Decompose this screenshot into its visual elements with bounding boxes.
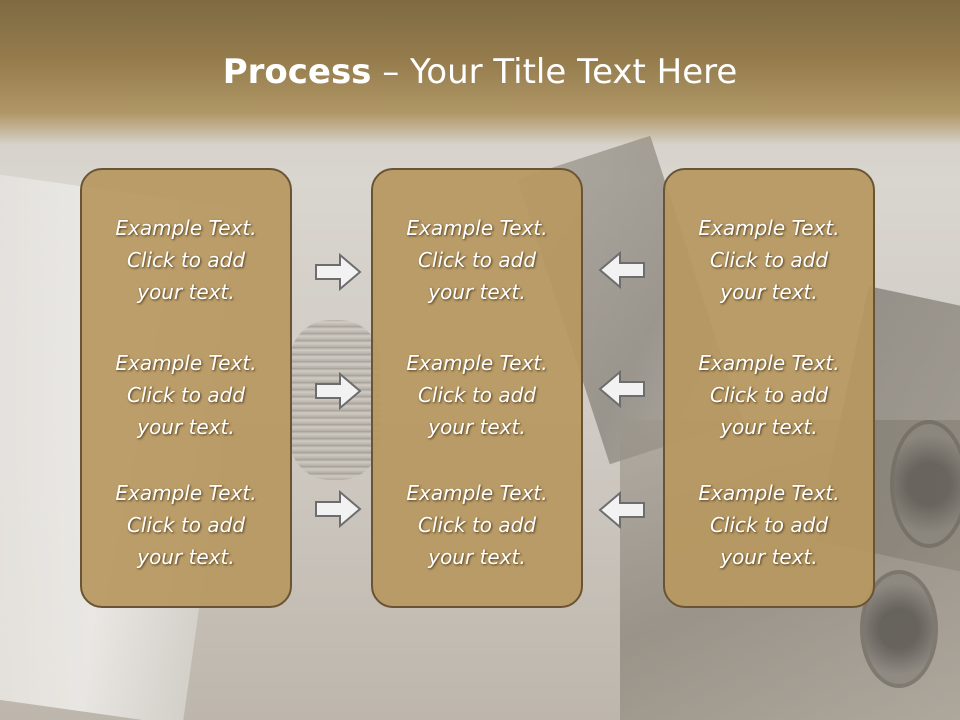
left-arrow-icon (598, 369, 645, 409)
slide-title[interactable]: Process – Your Title Text Here (0, 52, 960, 92)
title-rest: – Your Title Text Here (371, 52, 738, 92)
right-arrow-icon (315, 489, 362, 529)
title-bold: Process (222, 52, 372, 92)
right-arrow-icon (315, 371, 362, 411)
right-arrow-icon (315, 252, 362, 292)
header-band (0, 0, 960, 145)
left-arrow-icon (598, 250, 645, 290)
left-arrow-icon (598, 490, 645, 530)
